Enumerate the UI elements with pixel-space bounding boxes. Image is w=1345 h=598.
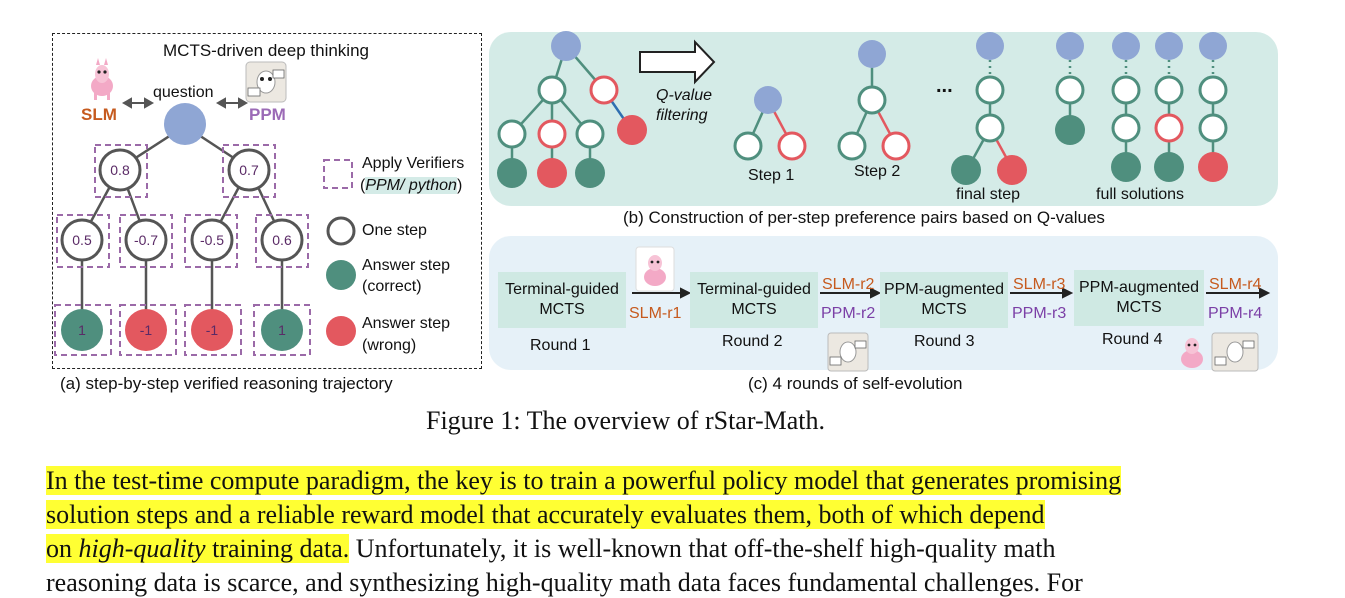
verifier-boxes xyxy=(54,144,353,356)
slm-r3-label: SLM-r3 xyxy=(1013,276,1066,293)
ellipsis-label: ... xyxy=(936,75,953,97)
legend-verifiers-detail: (PPM/ python) xyxy=(360,177,463,194)
question-node xyxy=(164,103,206,145)
highlight-line-1: In the test-time compute paradigm, the k… xyxy=(46,466,1122,495)
paragraph-line-4: reasoning data is scarce, and synthesizi… xyxy=(46,568,1281,598)
line-4-text: reasoning data is scarce, and synthesizi… xyxy=(46,568,1083,597)
round4-box-line1: PPM-augmented xyxy=(1078,279,1200,296)
slm-r1-label: SLM-r1 xyxy=(629,305,682,322)
paragraph-line-2: solution steps and a reliable reward mod… xyxy=(46,500,1281,530)
round3-box-line1: PPM-augmented xyxy=(883,281,1005,298)
round3-label: Round 3 xyxy=(914,333,975,350)
node-value: 1 xyxy=(278,322,286,338)
node-value: 0.8 xyxy=(110,162,130,178)
node-value: -0.7 xyxy=(133,232,159,248)
node-value: -0.5 xyxy=(199,232,225,248)
slm-r2-label: SLM-r2 xyxy=(822,276,875,293)
step1-label: Step 1 xyxy=(748,167,795,184)
ppm-r4-label: PPM-r4 xyxy=(1208,305,1263,322)
slm-r4-label: SLM-r4 xyxy=(1209,276,1262,293)
paragraph-line-3: on high-quality training data. Unfortuna… xyxy=(46,534,1281,564)
legend-verifiers: Apply Verifiers xyxy=(362,155,465,172)
question-label: question xyxy=(153,84,214,101)
panel-a-title: MCTS-driven deep thinking xyxy=(163,41,369,60)
legend-one-step: One step xyxy=(362,222,427,239)
panel-a-border xyxy=(52,33,482,369)
step2-label: Step 2 xyxy=(854,163,901,180)
round2-box-line1: Terminal-guided xyxy=(697,281,811,298)
node-value: 1 xyxy=(78,322,86,338)
legend-answer-wrong-note: (wrong) xyxy=(362,337,417,354)
final-step-label: final step xyxy=(956,186,1021,203)
filtering-label: filtering xyxy=(656,107,708,124)
node-value: 0.7 xyxy=(239,162,259,178)
node-value: 0.6 xyxy=(272,232,292,248)
ppm-r2-label: PPM-r2 xyxy=(821,305,876,322)
round2-label: Round 2 xyxy=(722,333,783,350)
panel-b-caption: (b) Construction of per-step preference … xyxy=(623,208,1105,227)
round4-box-line2: MCTS xyxy=(1116,299,1162,316)
round3-box: PPM-augmented MCTS xyxy=(880,272,1008,328)
node-value: 0.5 xyxy=(72,232,92,248)
ppm-llama-icon xyxy=(245,61,287,103)
qvalue-label: Q-value xyxy=(656,87,713,104)
node-value: -1 xyxy=(139,322,153,338)
full-solutions-label: full solutions xyxy=(1096,186,1185,203)
line-3-prefix: on xyxy=(46,534,79,563)
legend-answer-correct: Answer step xyxy=(362,257,451,274)
figure-graphics xyxy=(54,31,1278,372)
question-arrows xyxy=(121,97,249,109)
figure-caption: Figure 1: The overview of rStar-Math. xyxy=(426,406,826,435)
round1-box-line1: Terminal-guided xyxy=(505,281,619,298)
ppm-label: PPM xyxy=(249,105,286,124)
panel-c-caption: (c) 4 rounds of self-evolution xyxy=(748,374,963,393)
round4-label: Round 4 xyxy=(1102,331,1163,348)
round1-box-line2: MCTS xyxy=(539,301,585,318)
line-3-rest: Unfortunately, it is well-known that off… xyxy=(349,534,1056,563)
node-value: -1 xyxy=(205,322,219,338)
round2-box: Terminal-guided MCTS xyxy=(690,272,818,328)
legend-verifiers-methods: PPM/ python xyxy=(365,177,457,194)
ppm-r3-label: PPM-r3 xyxy=(1012,305,1067,322)
legend-answer-wrong: Answer step xyxy=(362,315,451,332)
legend-answer-correct-note: (correct) xyxy=(362,278,422,295)
round1-label: Round 1 xyxy=(530,337,591,354)
line-3-suffix: training data. xyxy=(205,534,350,563)
round3-box-line2: MCTS xyxy=(921,301,967,318)
round4-box: PPM-augmented MCTS xyxy=(1074,270,1204,326)
round1-box: Terminal-guided MCTS xyxy=(498,272,626,328)
slm-label: SLM xyxy=(81,105,117,124)
slm-llama-icon xyxy=(91,58,113,100)
filter-arrow xyxy=(639,39,716,85)
high-quality-emphasis: high-quality xyxy=(78,534,206,563)
round2-box-line2: MCTS xyxy=(731,301,777,318)
highlight-line-3: on high-quality training data. xyxy=(46,534,350,563)
highlight-line-2: solution steps and a reliable reward mod… xyxy=(46,500,1045,529)
panel-a-caption: (a) step-by-step verified reasoning traj… xyxy=(60,374,393,393)
paragraph-line-1: In the test-time compute paradigm, the k… xyxy=(46,466,1281,496)
